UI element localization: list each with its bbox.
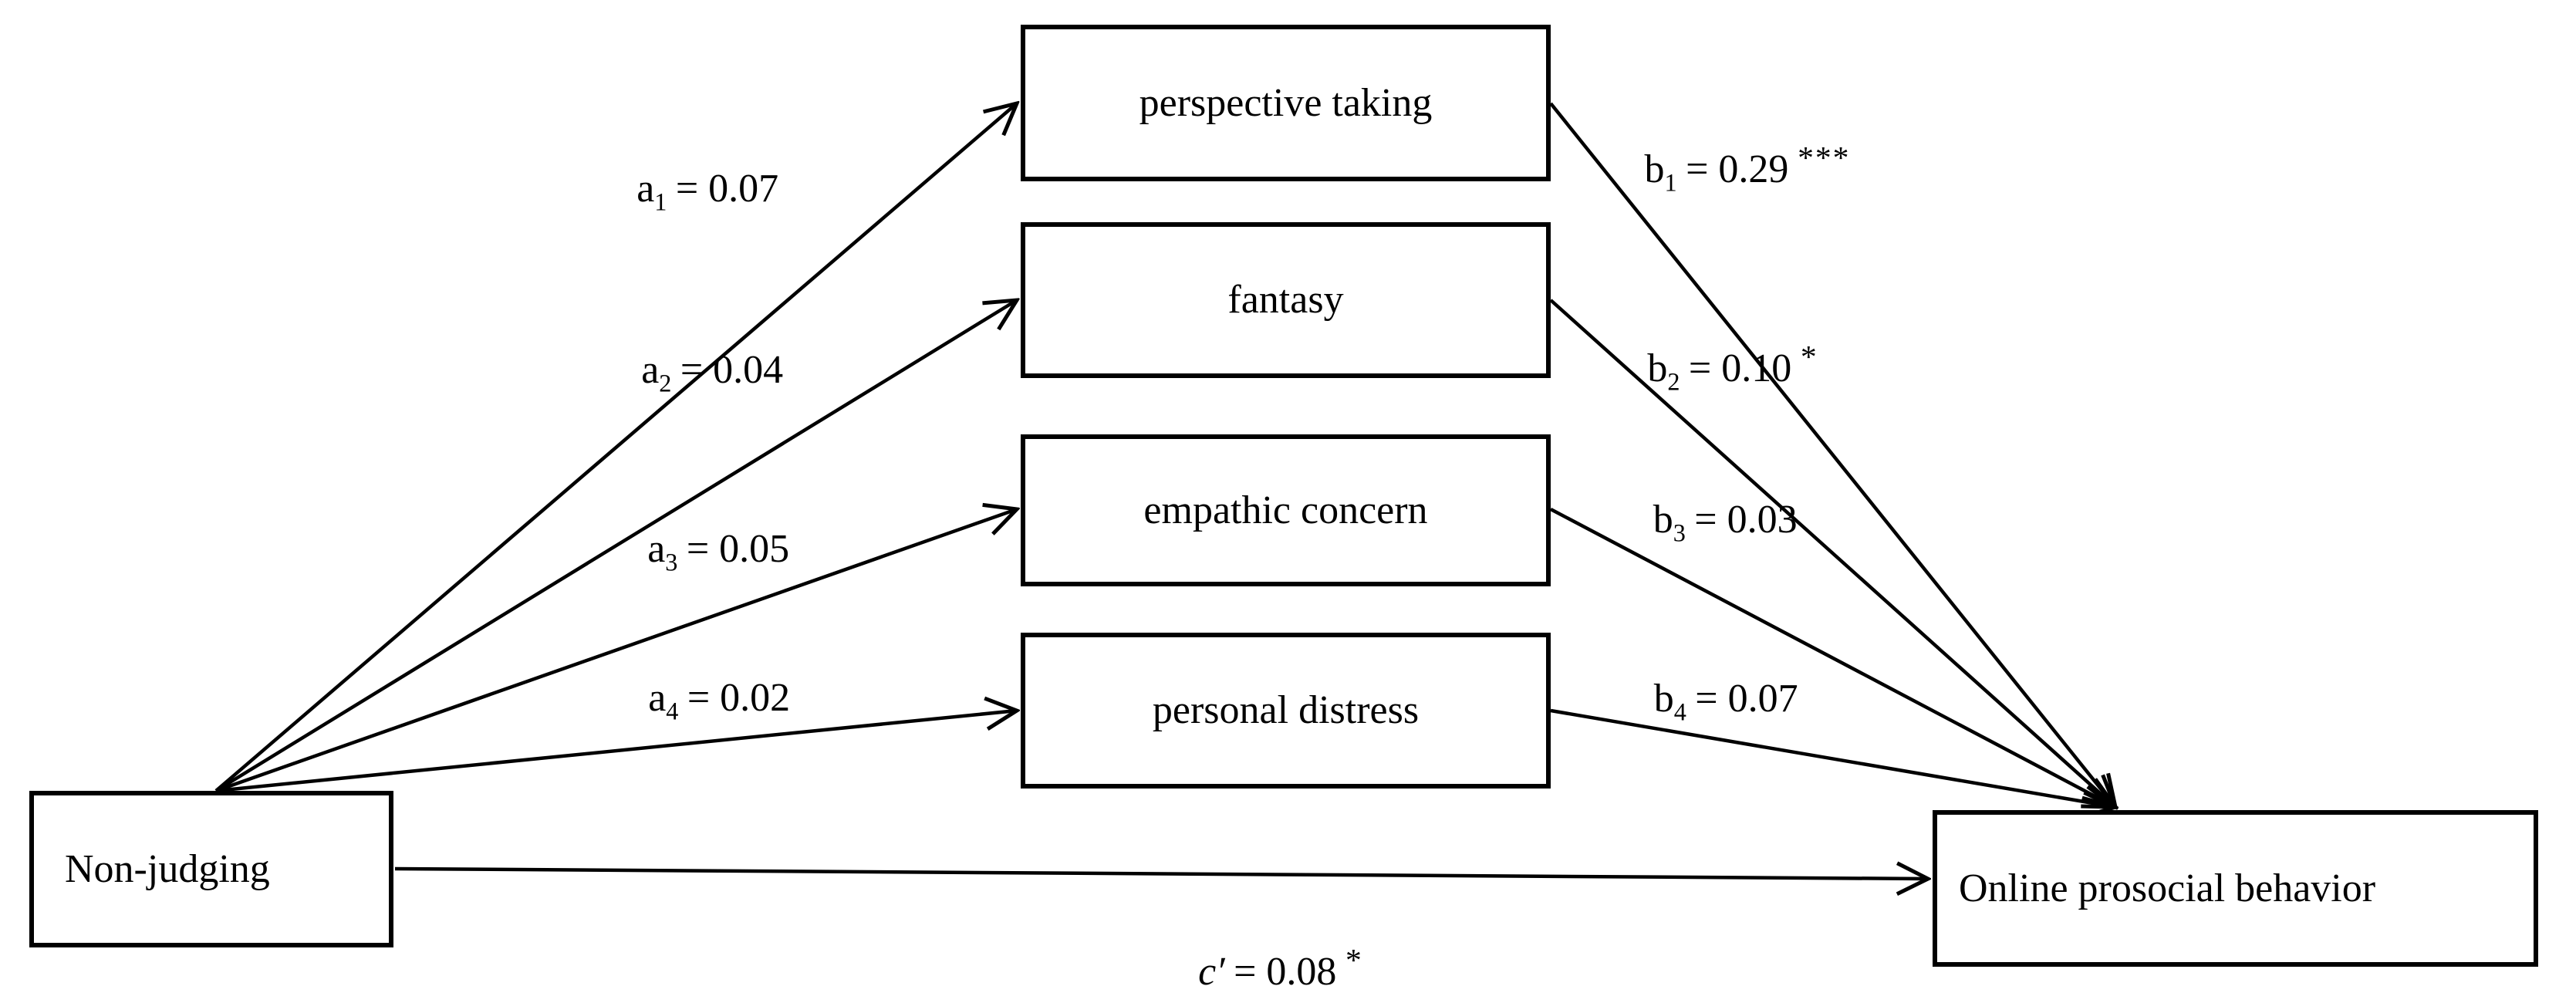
box-perspective-taking: perspective taking (1021, 25, 1551, 181)
coefficient-value: = 0.10 (1688, 346, 1792, 390)
path-label-b1: b1 = 0.29*** (1644, 141, 1851, 195)
arrow-b4 (1550, 708, 2115, 807)
coefficient-value: = 0.07 (675, 167, 779, 211)
coefficient-subscript: 4 (1673, 697, 1686, 726)
coefficient-value: = 0.02 (687, 676, 791, 720)
path-label-b3: b3 = 0.03 (1653, 498, 1807, 545)
box-empathic-concern: empathic concern (1021, 434, 1551, 586)
coefficient-letter: a (648, 676, 667, 720)
arrow-a1 (214, 103, 1017, 792)
coefficient-subscript: 2 (1667, 367, 1680, 396)
arrow-b2 (1549, 299, 2115, 807)
coefficient-value: = 0.03 (1694, 498, 1798, 542)
coefficient-value: = 0.07 (1695, 677, 1798, 721)
path-label-a4: a4 = 0.02 (648, 676, 799, 724)
path-label-c-prime: c′= 0.08* (1198, 944, 1363, 994)
box-non-judging-label: Non-judging (65, 846, 270, 891)
box-personal-distress-label: personal distress (1152, 688, 1420, 732)
arrow-a2 (214, 300, 1017, 792)
box-non-judging: Non-judging (29, 791, 393, 947)
coefficient-letter: a (636, 167, 655, 211)
arrow-c-prime (394, 869, 1928, 879)
coefficient-subscript: 3 (1673, 518, 1686, 547)
path-label-a3: a3 = 0.05 (647, 527, 798, 575)
arrow-b3 (1549, 508, 2115, 807)
box-online-prosocial-behavior-label: Online prosocial behavior (1959, 866, 2376, 910)
box-online-prosocial-behavior: Online prosocial behavior (1933, 810, 2538, 967)
arrow-b1 (1549, 102, 2115, 807)
coefficient-subscript: 3 (665, 548, 678, 576)
coefficient-letter: c′ (1198, 950, 1225, 994)
path-label-a1: a1 = 0.07 (636, 167, 788, 214)
significance-stars: * (1800, 338, 1818, 374)
coefficient-value: = 0.04 (680, 348, 784, 392)
coefficient-letter: b (1647, 346, 1668, 390)
coefficient-subscript: 2 (659, 369, 672, 397)
coefficient-subscript: 4 (666, 697, 679, 725)
arrow-a3 (215, 509, 1017, 793)
arrow-a4 (215, 711, 1017, 793)
significance-stars: * (1345, 941, 1363, 978)
path-label-b4: b4 = 0.07 (1653, 677, 1808, 724)
path-label-b2: b2 = 0.10* (1647, 340, 1818, 394)
box-fantasy-label: fantasy (1227, 278, 1344, 322)
coefficient-letter: a (647, 527, 666, 571)
coefficient-letter: b (1653, 677, 1674, 721)
coefficient-subscript: 1 (654, 187, 667, 216)
coefficient-letter: b (1653, 498, 1673, 542)
coefficient-letter: b (1644, 147, 1665, 191)
box-perspective-taking-label: perspective taking (1139, 80, 1433, 125)
box-fantasy: fantasy (1021, 222, 1551, 378)
coefficient-value: = 0.08 (1234, 950, 1337, 994)
coefficient-value: = 0.05 (686, 527, 790, 571)
significance-stars: *** (1798, 139, 1851, 175)
coefficient-subscript: 1 (1664, 168, 1677, 197)
box-empathic-concern-label: empathic concern (1143, 488, 1428, 532)
coefficient-value: = 0.29 (1686, 147, 1789, 191)
coefficient-letter: a (641, 348, 660, 392)
box-personal-distress: personal distress (1021, 633, 1551, 789)
path-label-a2: a2 = 0.04 (641, 348, 792, 396)
